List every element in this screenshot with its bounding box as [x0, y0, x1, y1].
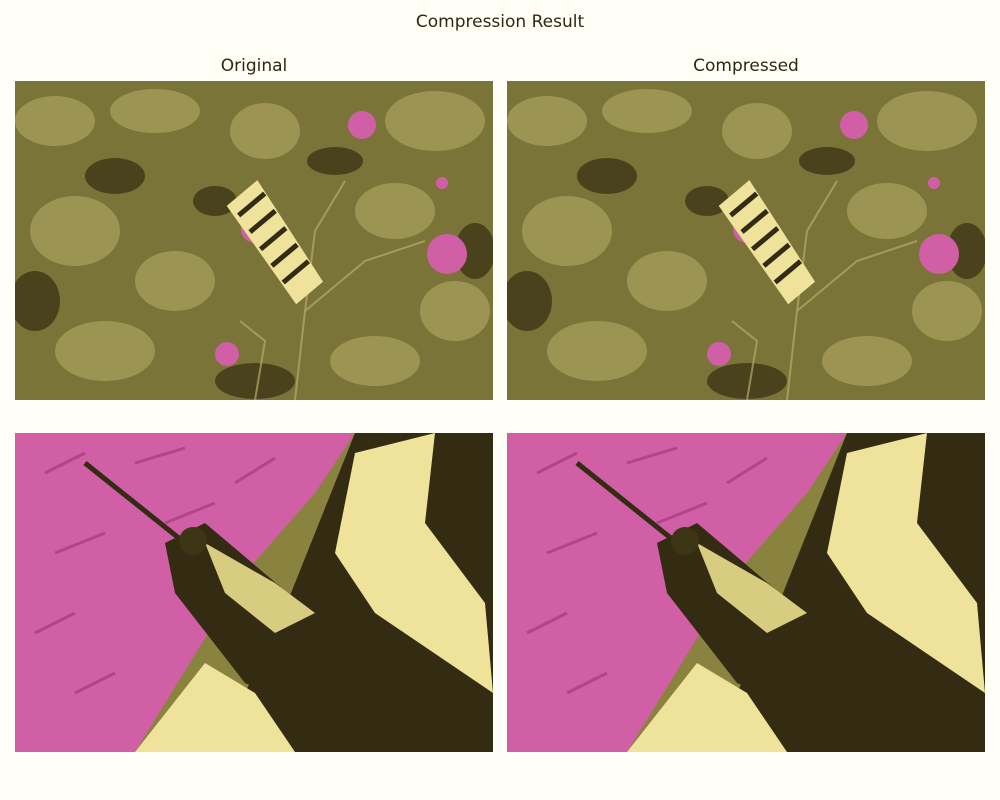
column-title-compressed: Compressed: [693, 56, 799, 76]
image-panel-compressed-scene: [507, 81, 985, 400]
image-panel-compressed-closeup: [507, 433, 985, 752]
image-panel-original-scene: [15, 81, 493, 400]
scene-image: [507, 81, 985, 400]
scene-image: [15, 81, 493, 400]
closeup-image: [507, 433, 985, 752]
closeup-image: [15, 433, 493, 752]
column-title-original: Original: [220, 56, 288, 76]
image-panel-original-closeup: [15, 433, 493, 752]
figure-title: Compression Result: [415, 12, 585, 32]
